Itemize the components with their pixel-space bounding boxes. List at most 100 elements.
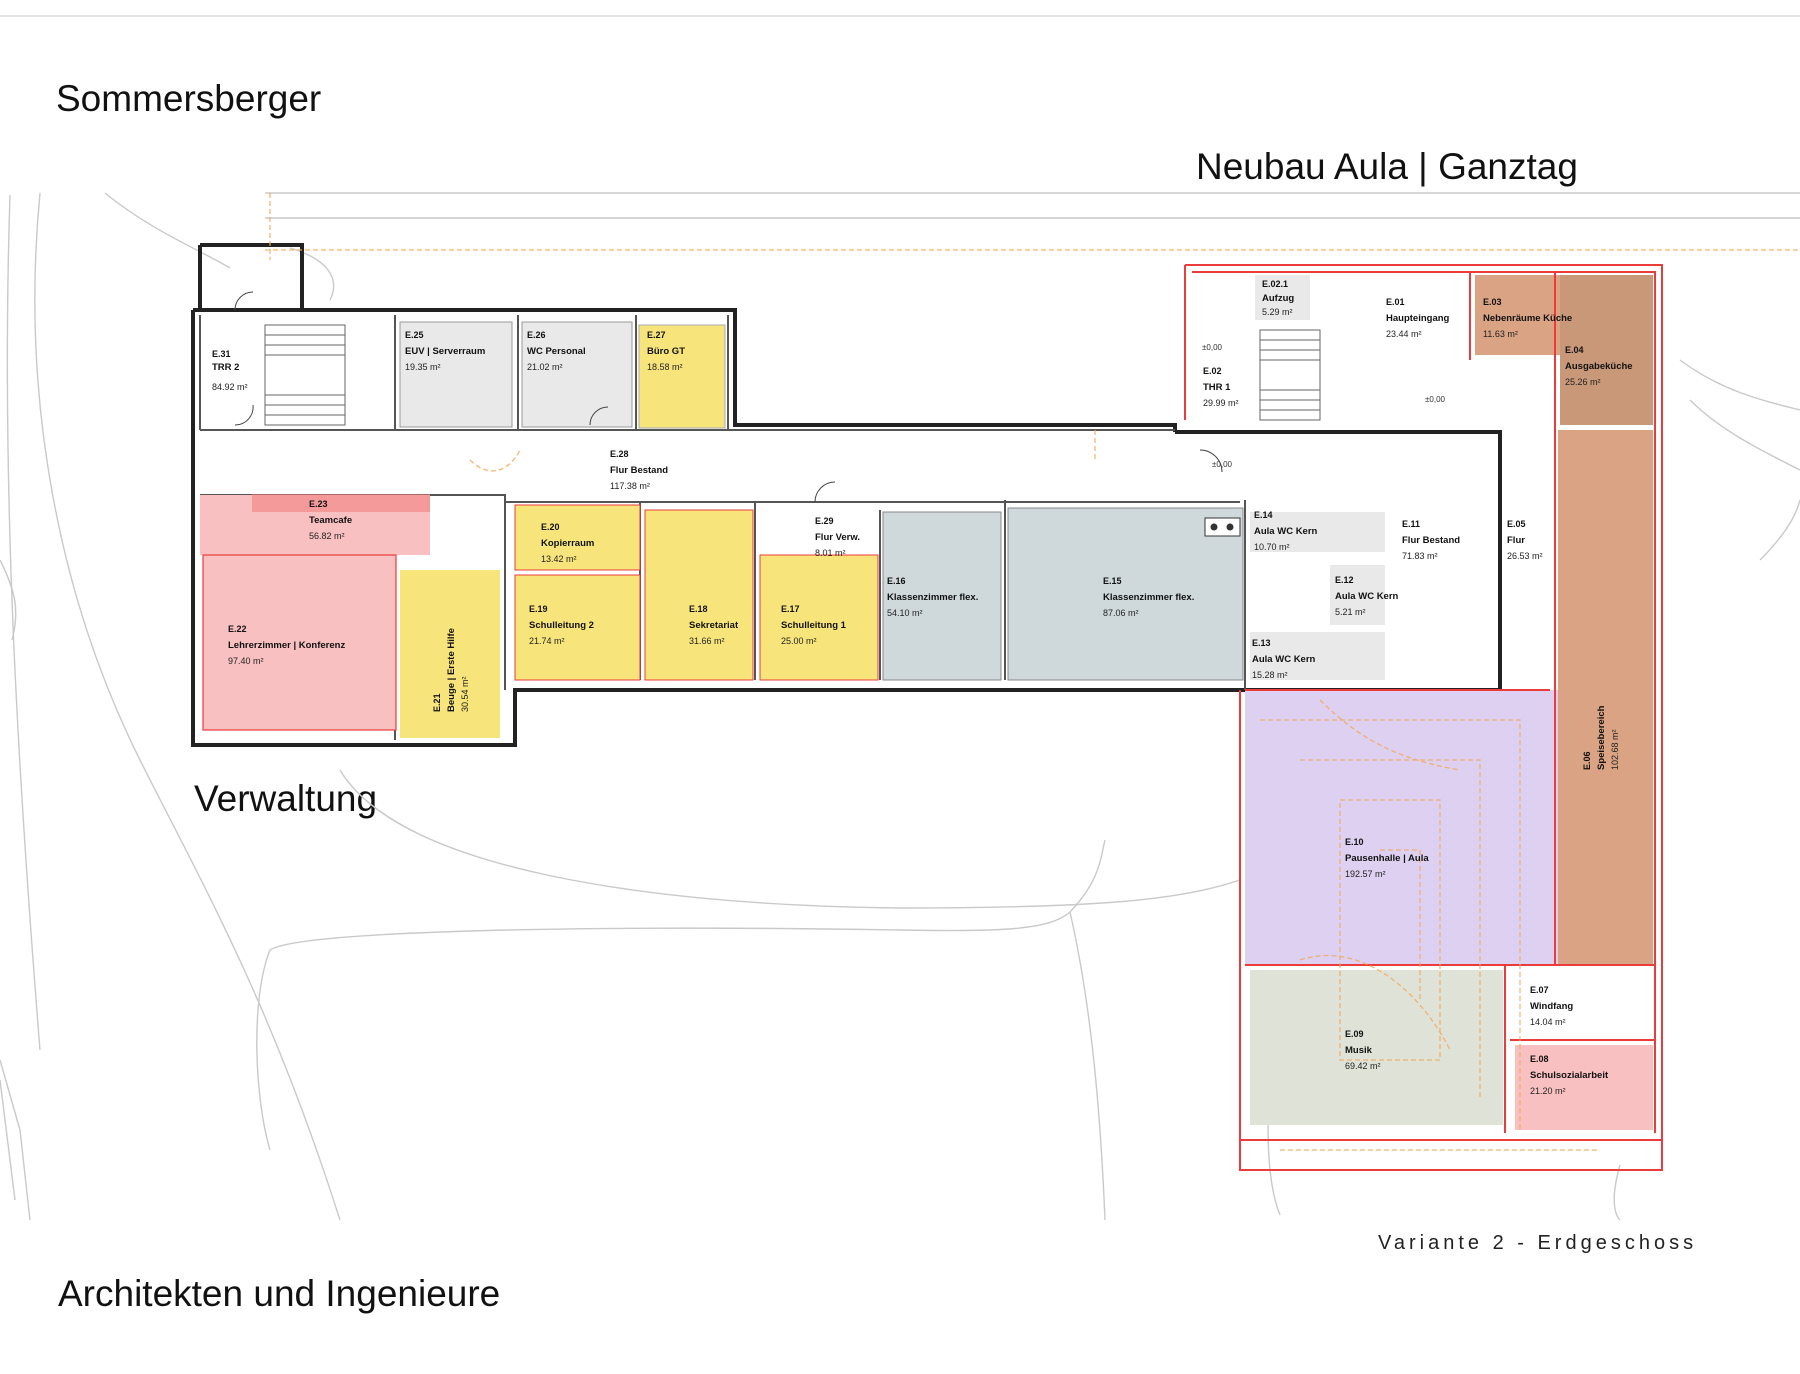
room-fill-E27 xyxy=(638,324,726,429)
svg-text:Speisebereich: Speisebereich xyxy=(1596,705,1607,770)
room-fill-E19 xyxy=(514,574,641,681)
svg-text:E.19: E.19 xyxy=(529,604,548,614)
svg-text:13.42 m²: 13.42 m² xyxy=(541,554,577,564)
room-fill-E10 xyxy=(1245,690,1558,965)
svg-text:Aufzug: Aufzug xyxy=(1262,293,1294,304)
svg-text:E.02.1: E.02.1 xyxy=(1262,279,1288,289)
svg-text:19.35 m²: 19.35 m² xyxy=(405,362,441,372)
svg-text:E.02: E.02 xyxy=(1203,366,1222,376)
svg-text:25.00 m²: 25.00 m² xyxy=(781,636,817,646)
svg-text:11.63 m²: 11.63 m² xyxy=(1483,329,1518,339)
stair-TRR2 xyxy=(264,324,346,426)
svg-text:E.18: E.18 xyxy=(689,604,708,614)
room-fill-E18 xyxy=(644,509,754,681)
room-fill-E15 xyxy=(1007,507,1244,681)
svg-text:18.58 m²: 18.58 m² xyxy=(647,362,683,372)
svg-text:Schulleitung 2: Schulleitung 2 xyxy=(529,620,594,631)
svg-text:Windfang: Windfang xyxy=(1530,1001,1573,1012)
office-subtitle: Architekten und Ingenieure xyxy=(58,1273,501,1314)
svg-text:E.08: E.08 xyxy=(1530,1054,1549,1064)
svg-text:E.11: E.11 xyxy=(1402,519,1420,529)
room-fill-E25 xyxy=(399,321,513,428)
svg-text:117.38 m²: 117.38 m² xyxy=(610,481,650,491)
svg-text:E.04: E.04 xyxy=(1565,345,1584,355)
drawing-caption: Variante 2 - Erdgeschoss xyxy=(1378,1232,1698,1254)
room-fill-E14 xyxy=(1250,512,1385,552)
section-title-administration: Verwaltung xyxy=(194,778,378,819)
level-mark: ±0,00 xyxy=(1202,343,1223,352)
svg-text:Ausgabeküche: Ausgabeküche xyxy=(1565,361,1633,372)
stair-THR1 xyxy=(1259,329,1321,421)
svg-text:21.02 m²: 21.02 m² xyxy=(527,362,563,372)
svg-text:192.57 m²: 192.57 m² xyxy=(1345,869,1386,879)
svg-text:E.25: E.25 xyxy=(405,330,424,340)
svg-text:E.10: E.10 xyxy=(1345,837,1364,847)
room-fill-E20 xyxy=(514,504,641,571)
svg-text:14.04 m²: 14.04 m² xyxy=(1530,1017,1566,1027)
svg-text:E.16: E.16 xyxy=(887,576,906,586)
svg-text:E.12: E.12 xyxy=(1335,575,1354,585)
svg-text:102.68 m²: 102.68 m² xyxy=(1610,729,1620,770)
svg-text:Klassenzimmer flex.: Klassenzimmer flex. xyxy=(887,592,978,603)
svg-text:TRR 2: TRR 2 xyxy=(212,362,239,373)
svg-text:8.01 m²: 8.01 m² xyxy=(815,548,846,558)
room-fill-E17 xyxy=(759,554,879,681)
svg-text:71.83 m²: 71.83 m² xyxy=(1402,551,1438,561)
svg-text:E.22: E.22 xyxy=(228,624,247,634)
svg-text:WC Personal: WC Personal xyxy=(527,346,586,357)
svg-text:69.42 m²: 69.42 m² xyxy=(1345,1061,1381,1071)
svg-text:Schulsozialarbeit: Schulsozialarbeit xyxy=(1530,1070,1609,1081)
svg-text:EUV | Serverraum: EUV | Serverraum xyxy=(405,346,485,357)
svg-text:54.10 m²: 54.10 m² xyxy=(887,608,923,618)
level-mark: ±0,00 xyxy=(1425,395,1446,404)
svg-text:21.74 m²: 21.74 m² xyxy=(529,636,565,646)
svg-text:Beuge | Erste Hilfe: Beuge | Erste Hilfe xyxy=(446,628,457,712)
svg-text:E.03: E.03 xyxy=(1483,297,1502,307)
svg-text:5.21 m²: 5.21 m² xyxy=(1335,607,1366,617)
svg-text:5.29 m²: 5.29 m² xyxy=(1262,307,1293,317)
svg-text:Sekretariat: Sekretariat xyxy=(689,620,739,631)
svg-text:Aula WC Kern: Aula WC Kern xyxy=(1335,591,1399,602)
room-fill-E03 xyxy=(1475,275,1560,355)
svg-text:E.31: E.31 xyxy=(212,349,231,359)
building-walls-new xyxy=(1184,264,1663,1171)
svg-text:Haupteingang: Haupteingang xyxy=(1386,313,1450,324)
kitchen-equipment xyxy=(1204,517,1241,537)
svg-text:Musik: Musik xyxy=(1345,1045,1373,1056)
svg-text:29.99 m²: 29.99 m² xyxy=(1203,398,1239,408)
svg-text:25.26 m²: 25.26 m² xyxy=(1565,377,1601,387)
room-fill-E23-counter xyxy=(252,494,430,512)
svg-text:Flur Bestand: Flur Bestand xyxy=(1402,535,1460,546)
room-fill-E22 xyxy=(202,554,397,731)
svg-text:Teamcafe: Teamcafe xyxy=(309,515,352,526)
svg-text:Flur Bestand: Flur Bestand xyxy=(610,465,668,476)
svg-text:10.70 m²: 10.70 m² xyxy=(1254,542,1290,552)
svg-text:97.40 m²: 97.40 m² xyxy=(228,656,264,666)
svg-text:Lehrerzimmer | Konferenz: Lehrerzimmer | Konferenz xyxy=(228,640,345,651)
